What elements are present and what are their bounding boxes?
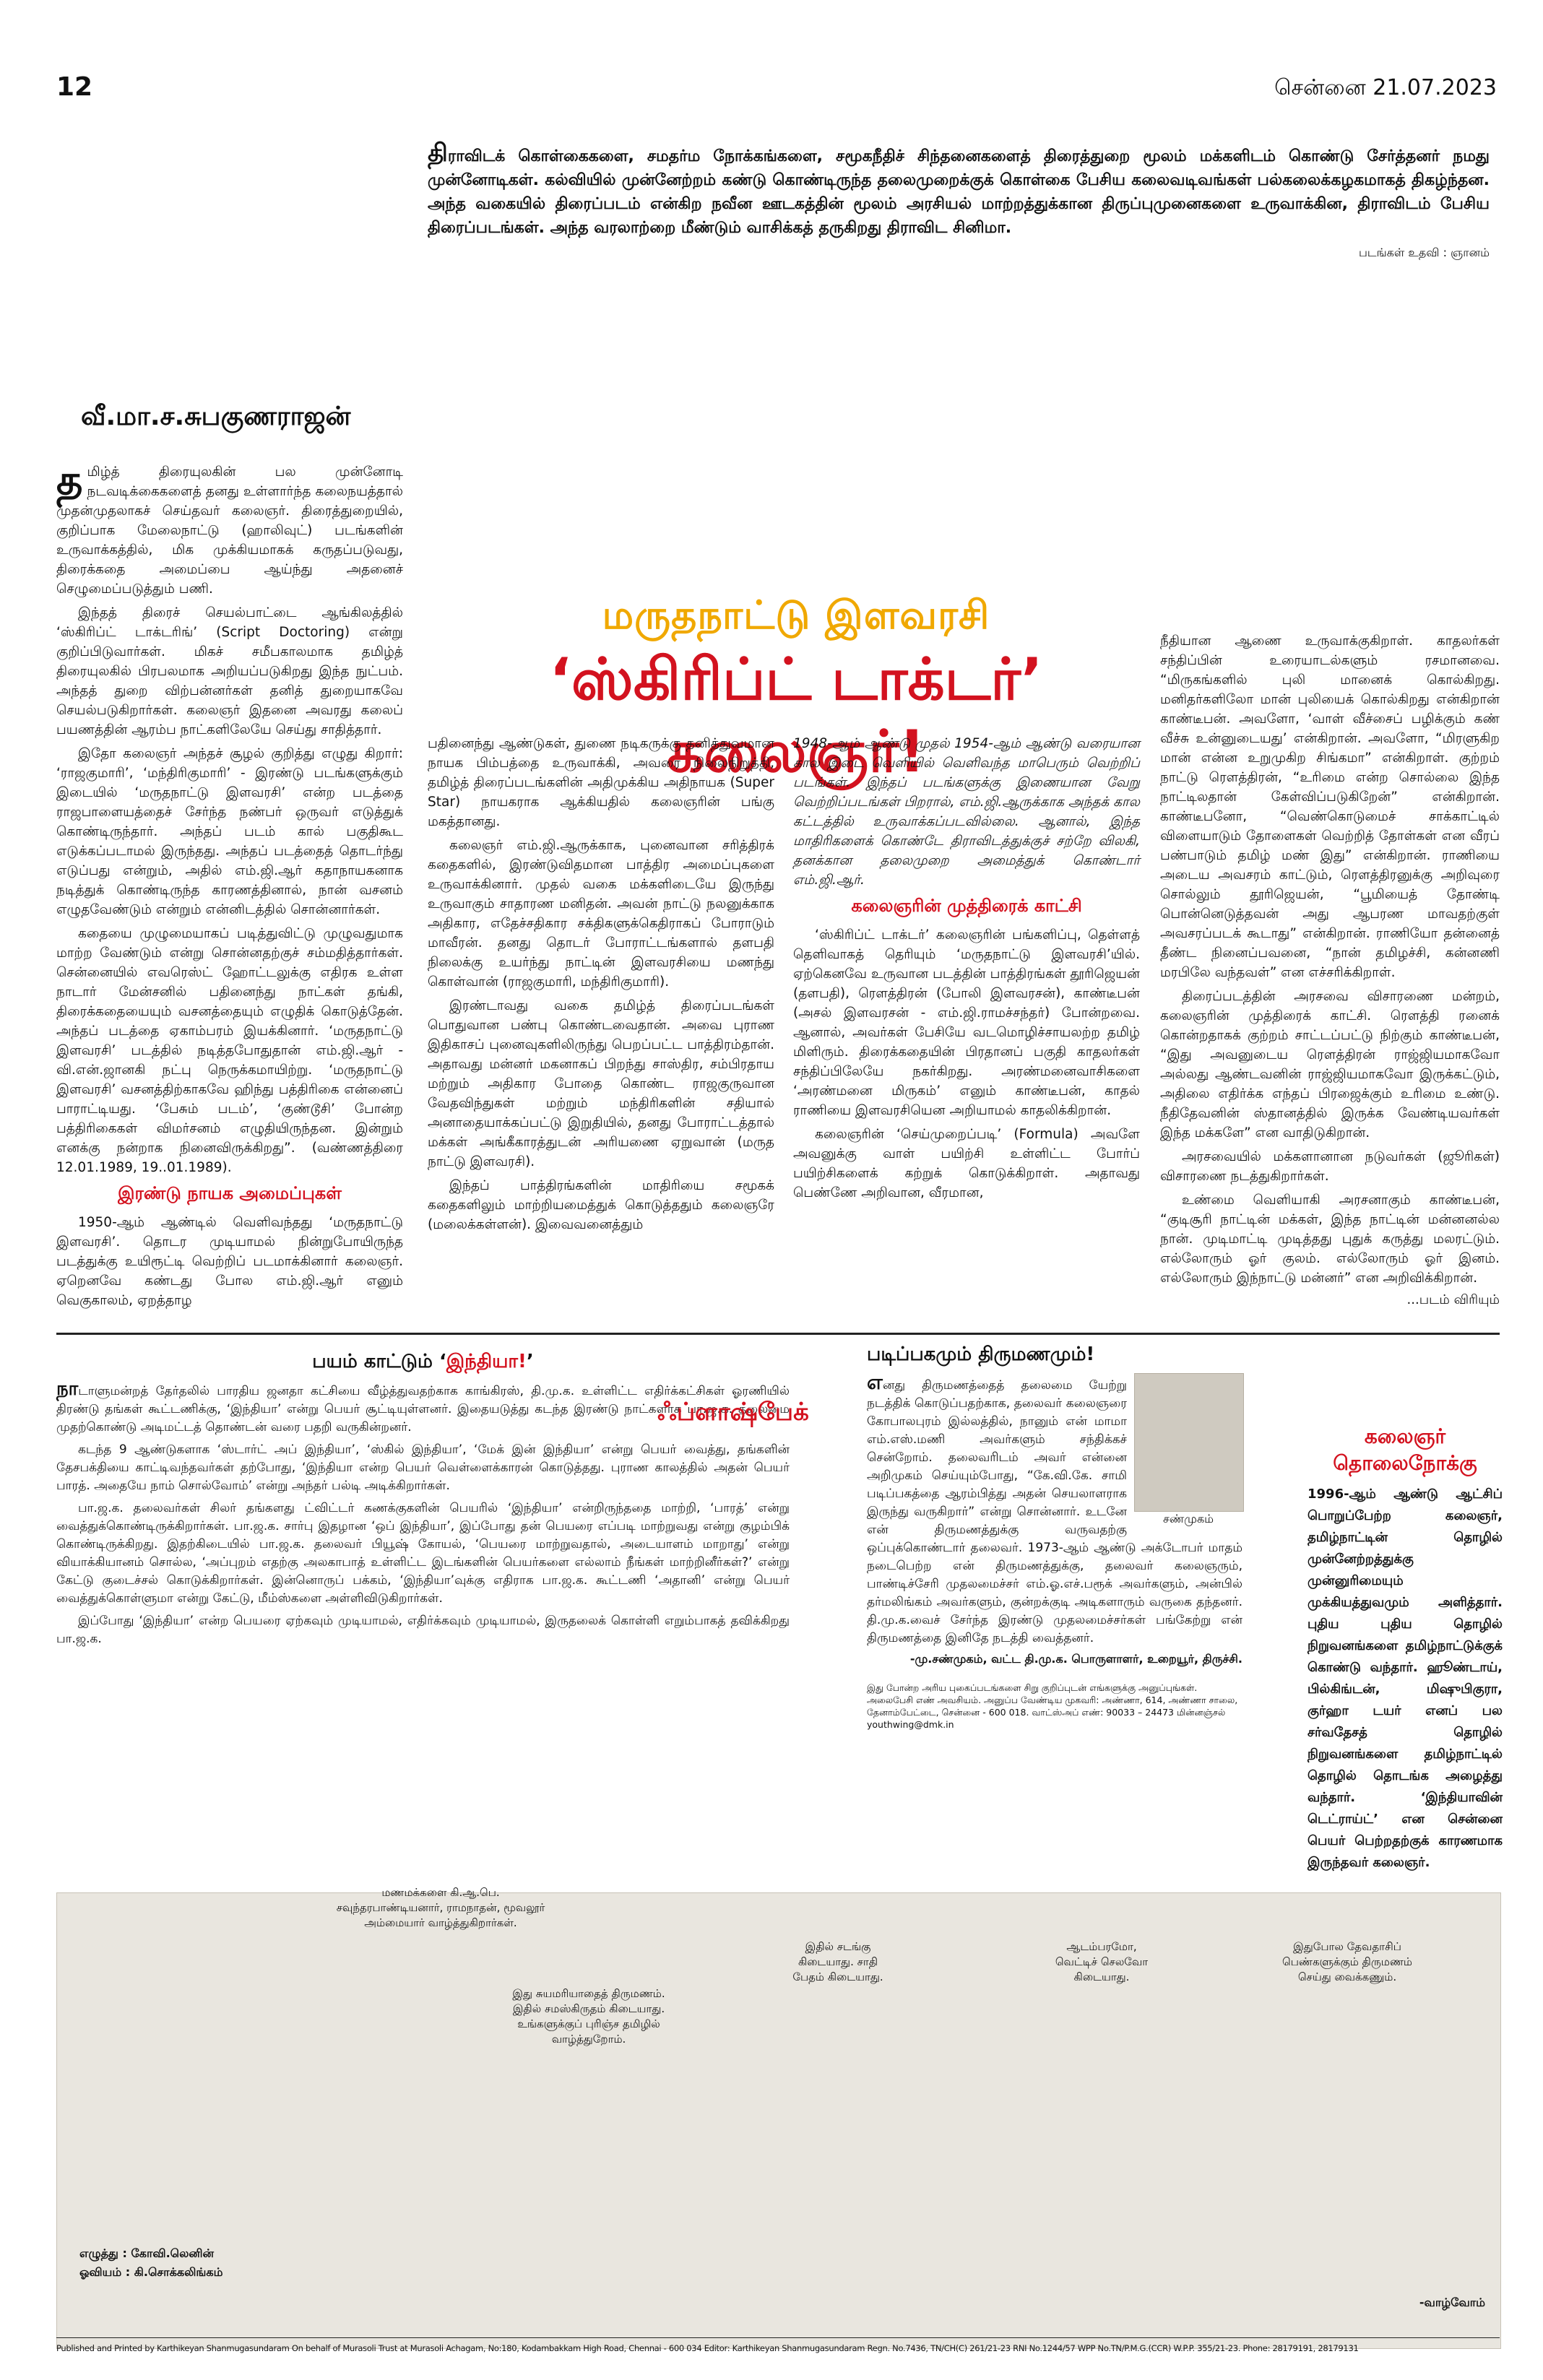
paragraph: கதையை முழுமையாகப் படித்துவிட்டு முழுவதும… — [56, 926, 403, 1175]
india-box: பயம் காட்டும் ‘இந்தியா!’ நாடாளுமன்றத் தே… — [56, 1351, 790, 1653]
cartoon-strip — [56, 1892, 1501, 2349]
headline-kicker: மருதநாட்டு இளவரசி — [602, 592, 990, 638]
paragraph: உண்மை வெளியாகி அரசனாகும் காண்டீபன், “குட… — [1160, 1193, 1500, 1286]
dateline: சென்னை 21.07.2023 — [1274, 75, 1497, 100]
intro-text: ராவிடக் கொள்கைகளை, சமதர்ம நோக்கங்களை, சம… — [428, 147, 1490, 237]
title-part: பயம் காட்டும் ‘ — [312, 1351, 446, 1372]
vision-title-2: தொலைநோக்கு — [1333, 1451, 1477, 1475]
portrait-photo — [1134, 1373, 1244, 1512]
section-divider — [56, 1333, 1500, 1335]
paragraph: கலைஞரின் ‘செய்முறைப்படி’ (Formula) அவளே … — [793, 1127, 1140, 1200]
submission-footnote: இது போன்ற அரிய புகைப்படங்களை சிறு குறிப்… — [867, 1682, 1238, 1730]
title-part: இந்தியா! — [446, 1351, 527, 1372]
portrait-block: சண்முகம் — [1134, 1373, 1244, 1527]
paragraph: இந்தத் திரைச் செயல்பாட்டை ஆங்கிலத்தில் ‘… — [56, 605, 403, 737]
paragraph: கடந்த 9 ஆண்டுகளாக ‘ஸ்டார்ட் அப் இந்தியா’… — [56, 1442, 790, 1493]
intro-block: திராவிடக் கொள்கைகளை, சமதர்ம நோக்கங்களை, … — [428, 139, 1490, 261]
cartoon-artist-credit: ஓவியம் : கி.சொக்கலிங்கம் — [79, 2265, 223, 2279]
paragraph: மிழ்த் திரையுலகின் பல முன்னோடி நடவடிக்கை… — [56, 464, 403, 597]
article-col-2: பதினைந்து ஆண்டுகள், துணை நடிகருக்கு தனித… — [428, 734, 774, 1239]
photo-credit: படங்கள் உதவி : ஞானம் — [1358, 246, 1490, 259]
paragraph: இரண்டாவது வகை தமிழ்த் திரைப்படங்கள் பொது… — [428, 998, 774, 1169]
headline-block: மருதநாட்டு இளவரசி ‘ஸ்கிரிப்ட் டாக்டர்’ க… — [428, 592, 1164, 788]
col1-dropcap: த — [56, 457, 83, 504]
title-part: ’ — [526, 1351, 534, 1372]
paragraph: பா.ஜ.க. தலைவர்கள் சிலர் தங்களது ட்விட்டர… — [56, 1501, 790, 1606]
paragraph: பதினைந்து ஆண்டுகள், துணை நடிகருக்கு தனித… — [428, 736, 774, 829]
speech-bubble: இது சுயமரியாதைத் திருமணம். இதில் சமஸ்கிர… — [512, 1987, 665, 2046]
paragraph: ‘ஸ்கிரிப்ட் டாக்டர்’ கலைஞரின் பங்களிப்பு… — [793, 927, 1140, 1118]
speech-bubble: ஆடம்பரமோ, வெட்டிச் செலவோ கிடையாது. — [1055, 1940, 1149, 1983]
author-byline: வீ.மா.ச.சுபகுணராஜன் — [81, 402, 351, 431]
subhead-signature-scene: கலைஞரின் முத்திரைக் காட்சி — [851, 896, 1082, 916]
intro-dropcap: தி — [428, 139, 448, 168]
portrait-caption: சண்முகம் — [1162, 1512, 1214, 1526]
paragraph: கலைஞர் எம்.ஜி.ஆருக்காக, புனைவான சரித்திர… — [428, 838, 774, 990]
subhead-two-heroes: இரண்டு நாயக அமைப்புகள் — [118, 1183, 342, 1203]
speech-bubble: இதில் சடங்கு கிடையாது. சாதி பேதம் கிடையா… — [792, 1940, 883, 1983]
india-dropcap: நா — [56, 1378, 79, 1400]
imprint-rule — [56, 2337, 1500, 2338]
cartoon-continued: -வாழ்வோம் — [1419, 2295, 1485, 2309]
article-col-4: நீதியான ஆணை உருவாக்குகிறாள். காதலர்கள் ச… — [1160, 631, 1500, 1309]
continued-marker: ...படம் விரியும் — [1406, 1292, 1500, 1307]
paragraph: இதோ கலைஞர் அந்தச் சூழல் குறித்து எழுது க… — [56, 746, 403, 917]
vision-title-1: கலைஞர் — [1364, 1424, 1446, 1448]
vision-box: கலைஞர் தொலைநோக்கு 1996-ஆம் ஆண்டு ஆட்சிப்… — [1308, 1424, 1503, 1874]
page-number: 12 — [56, 72, 93, 102]
paragraph: டாளுமன்றத் தேர்தலில் பாரதிய ஜனதா கட்சியை… — [56, 1384, 790, 1435]
paragraph: நீதியான ஆணை உருவாக்குகிறாள். காதலர்கள் ச… — [1160, 633, 1500, 980]
marriage-box-title: படிப்பகமும் திருமணமும்! — [867, 1343, 1095, 1365]
india-box-title: பயம் காட்டும் ‘இந்தியா!’ — [56, 1351, 790, 1375]
headline-main: ‘ஸ்கிரிப்ட் டாக்டர்’ கலைஞர்! — [549, 646, 1043, 785]
paragraph: 1948-ஆம் ஆண்டு முதல் 1954-ஆம் ஆண்டு வரைய… — [793, 736, 1140, 888]
paragraph: னது திருமணத்தைத் தலைமை யேற்று நடத்திக் க… — [867, 1378, 1242, 1645]
paragraph: அரசவையில் மக்களானான நடுவர்கள் (ஜூரிகள்) … — [1160, 1149, 1500, 1184]
speech-bubble: மணமக்களை கி.ஆ.பெ. சவுந்தரபாண்டியனார், ரா… — [336, 1886, 545, 1929]
marriage-dropcap: எ — [867, 1370, 883, 1394]
signature: -மு.சண்முகம், வட்ட தி.மு.க. பொருளாளர், உ… — [909, 1652, 1242, 1666]
paragraph: 1950-ஆம் ஆண்டில் வெளிவந்தது ‘மருதநாட்டு … — [56, 1215, 403, 1308]
flashback-title: ஃப்ளாஷ்பேக் — [657, 1398, 809, 1427]
vision-text: 1996-ஆம் ஆண்டு ஆட்சிப் பொறுப்பேற்ற கலைஞர… — [1308, 1487, 1503, 1870]
paragraph: இப்போது ‘இந்தியா’ என்ற பெயரை ஏற்கவும் மு… — [56, 1614, 790, 1646]
marriage-box: படிப்பகமும் திருமணமும்! சண்முகம் எனது தி… — [867, 1343, 1244, 1731]
imprint-line: Published and Printed by Karthikeyan Sha… — [56, 2343, 1359, 2353]
speech-bubble: இதுபோல தேவதாசிப் பெண்களுக்கும் திருமணம் … — [1282, 1940, 1412, 1983]
paragraph: இந்தப் பாத்திரங்களின் மாதிரியை சமூகக் கத… — [428, 1178, 774, 1232]
cartoon-writer-credit: எழுத்து : கோவி.லெனின் — [79, 2246, 215, 2260]
paragraph: திரைப்படத்தின் அரசவை விசாரணை மன்றம், கலை… — [1160, 989, 1500, 1141]
article-col-3: 1948-ஆம் ஆண்டு முதல் 1954-ஆம் ஆண்டு வரைய… — [793, 734, 1140, 1207]
